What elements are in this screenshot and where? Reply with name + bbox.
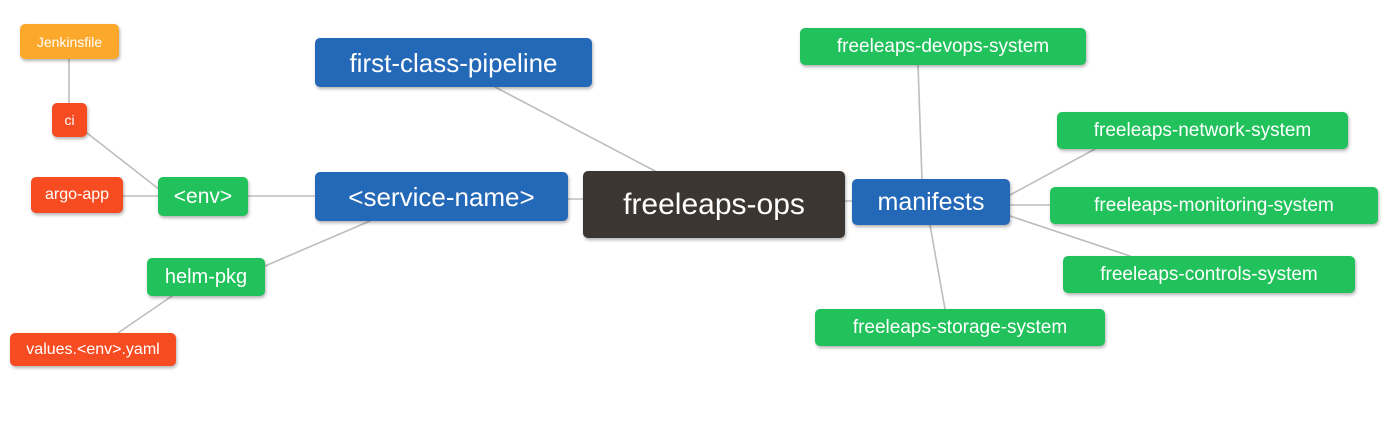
node-freeleaps-network-system[interactable]: freeleaps-network-system [1057, 112, 1348, 149]
node-freeleaps-storage-system[interactable]: freeleaps-storage-system [815, 309, 1105, 346]
node-freeleaps-ops[interactable]: freeleaps-ops [583, 171, 845, 238]
node-values-env-yaml[interactable]: values.<env>.yaml [10, 333, 176, 366]
node-helm-pkg[interactable]: helm-pkg [147, 258, 265, 296]
node-argo-app[interactable]: argo-app [31, 177, 123, 213]
node-freeleaps-devops-system[interactable]: freeleaps-devops-system [800, 28, 1086, 65]
node-jenkinsfile[interactable]: Jenkinsfile [20, 24, 119, 59]
edge-manifests-to-freeleaps-devops-system [917, 64, 923, 180]
node-manifests[interactable]: manifests [852, 179, 1010, 225]
node-first-class-pipeline[interactable]: first-class-pipeline [315, 38, 592, 87]
node-env[interactable]: <env> [158, 177, 248, 216]
edge-helm-pkg-to-values-env-yaml [117, 295, 173, 334]
edge-manifests-to-freeleaps-storage-system [929, 224, 946, 310]
node-service-name[interactable]: <service-name> [315, 172, 568, 221]
node-freeleaps-controls-system[interactable]: freeleaps-controls-system [1063, 256, 1355, 293]
edge-service-name-to-helm-pkg [264, 220, 371, 267]
node-ci[interactable]: ci [52, 103, 87, 137]
node-freeleaps-monitoring-system[interactable]: freeleaps-monitoring-system [1050, 187, 1378, 224]
edge-first-class-pipeline-to-freeleaps-ops [494, 86, 656, 172]
